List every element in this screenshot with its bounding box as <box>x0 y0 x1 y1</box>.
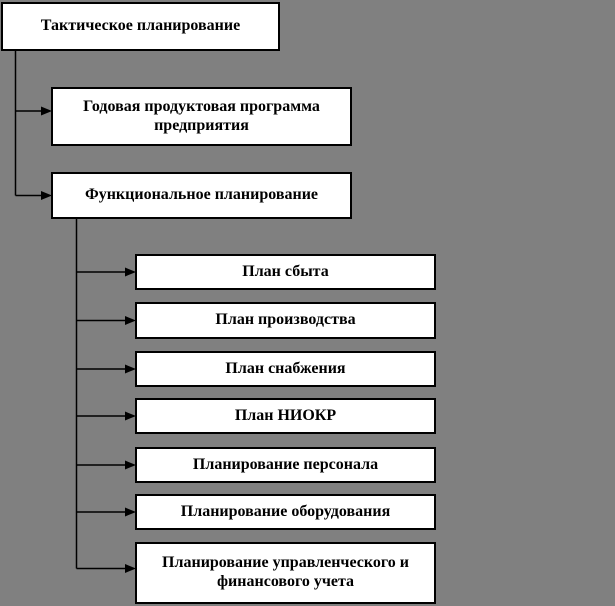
box-tactical-planning: Тактическое планирование <box>1 2 280 51</box>
box-production-plan: План производства <box>135 302 436 339</box>
box-equipment-planning: Планирование оборудования <box>135 494 436 530</box>
box-personnel-planning: Планирование персонала <box>135 447 436 483</box>
box-sales-plan: План сбыта <box>135 254 436 290</box>
box-functional-planning: Функциональное планирование <box>51 172 352 219</box>
box-rnd-plan: План НИОКР <box>135 398 436 434</box>
box-annual-product-program: Годовая продуктовая программа предприяти… <box>51 87 352 146</box>
connector-tree-level2 <box>75 219 126 570</box>
box-accounting-planning: Планирование управленческого и финансово… <box>135 542 436 604</box>
box-supply-plan: План снабжения <box>135 351 436 387</box>
connector-tree-level1 <box>14 51 42 197</box>
